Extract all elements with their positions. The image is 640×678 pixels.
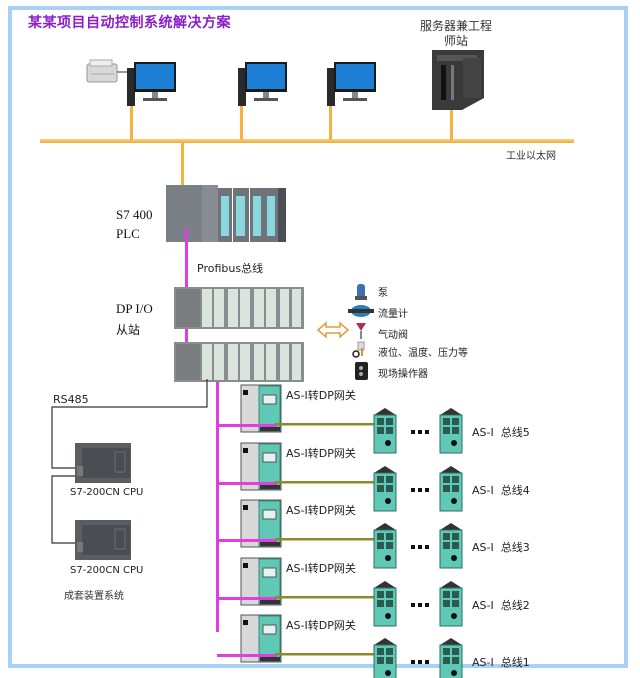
asi-slave-module-icon — [439, 466, 463, 512]
s7-200-cpu-2-icon — [75, 520, 131, 560]
asi-bus-line — [275, 653, 375, 656]
ellipsis-dot — [418, 603, 422, 607]
asi-bus-label: AS-I 总线2 — [472, 599, 530, 612]
gateway-row — [217, 442, 463, 512]
gateway-row — [217, 557, 463, 627]
ellipsis-dot — [418, 488, 422, 492]
asi-bus-label: AS-I 总线4 — [472, 484, 530, 497]
plc-label-line2: PLC — [116, 226, 140, 241]
workstation-1-icon — [127, 62, 176, 106]
dp-io-rack-1-icon — [174, 287, 304, 329]
dp-io-label-line1: DP I/O — [116, 301, 153, 316]
field-device-label: 流量计 — [378, 309, 408, 320]
diagram-title: 某某项目自动控制系统解决方案 — [28, 15, 231, 31]
ellipsis-dot — [425, 488, 429, 492]
asi-dp-gateway-icon — [240, 557, 282, 606]
ellipsis-dot — [418, 545, 422, 549]
gateway-row — [217, 614, 463, 678]
gateway-row — [217, 384, 463, 454]
server-label-line2: 师站 — [444, 34, 469, 48]
field-device-label: 液位、温度、压力等 — [378, 348, 468, 359]
pneumatic-valve-icon — [356, 323, 366, 339]
asi-slave-module-icon — [373, 581, 397, 627]
gateway-label: AS-I转DP网关 — [286, 447, 356, 460]
profibus-label: Profibus总线 — [197, 262, 264, 275]
dp-io-label-line2: 从站 — [116, 323, 141, 337]
gateway-row — [217, 499, 463, 569]
gateway-label: AS-I转DP网关 — [286, 562, 356, 575]
rs485-line — [51, 379, 208, 544]
ellipsis-dot — [425, 603, 429, 607]
industrial-ethernet-bus — [40, 100, 574, 195]
ellipsis-dot — [411, 488, 415, 492]
bidirectional-arrow-icon — [316, 321, 350, 339]
field-device-label: 现场操作器 — [378, 369, 428, 380]
profibus-branch — [217, 654, 277, 657]
ellipsis-dot — [411, 430, 415, 434]
asi-bus-label: AS-I 总线5 — [472, 426, 530, 439]
asi-bus-line — [275, 481, 375, 484]
ellipsis-dot — [425, 430, 429, 434]
gateway-label: AS-I转DP网关 — [286, 504, 356, 517]
ellipsis-dot — [418, 430, 422, 434]
printer-icon — [86, 59, 127, 83]
asi-slave-module-icon — [439, 638, 463, 678]
profibus-branch — [217, 482, 277, 485]
flowmeter-icon — [348, 305, 374, 317]
profibus-branch — [217, 539, 277, 542]
ellipsis-dot — [425, 660, 429, 664]
asi-slave-module-icon — [373, 408, 397, 454]
s7-400-plc-icon — [166, 185, 286, 242]
field-operator-icon — [355, 362, 368, 380]
rs485-label: RS485 — [53, 393, 89, 406]
ethernet-label: 工业以太网 — [506, 151, 556, 162]
asi-bus-label: AS-I 总线3 — [472, 541, 530, 554]
ellipsis-dot — [425, 545, 429, 549]
server-icon — [432, 50, 484, 110]
asi-bus-line — [275, 538, 375, 541]
s7-200-label-2: S7-200CN CPU — [70, 565, 144, 576]
gateway-label: AS-I转DP网关 — [286, 619, 356, 632]
asi-slave-module-icon — [439, 581, 463, 627]
sensor-icon — [352, 341, 365, 358]
ellipsis-dot — [411, 545, 415, 549]
packaged-system-label: 成套装置系统 — [64, 591, 124, 602]
pump-icon — [355, 284, 367, 300]
gateway-label: AS-I转DP网关 — [286, 389, 356, 402]
profibus-branch — [217, 424, 277, 427]
s7-200-label-1: S7-200CN CPU — [70, 487, 144, 498]
ellipsis-dot — [411, 603, 415, 607]
workstation-3-icon — [327, 62, 376, 106]
asi-slave-module-icon — [373, 466, 397, 512]
workstation-2-icon — [238, 62, 287, 106]
asi-slave-module-icon — [439, 523, 463, 569]
profibus-branch — [217, 597, 277, 600]
dp-io-rack-2-icon — [174, 342, 304, 382]
asi-bus-line — [275, 423, 375, 426]
asi-bus-label: AS-I 总线1 — [472, 656, 530, 669]
server-label-line1: 服务器兼工程 — [420, 19, 493, 33]
asi-slave-module-icon — [373, 638, 397, 678]
asi-bus-line — [275, 596, 375, 599]
plc-label-line1: S7 400 — [116, 207, 153, 222]
asi-slave-module-icon — [439, 408, 463, 454]
field-device-label: 泵 — [378, 288, 388, 299]
field-device-label: 气动阀 — [378, 330, 408, 341]
ellipsis-dot — [411, 660, 415, 664]
ellipsis-dot — [418, 660, 422, 664]
asi-slave-module-icon — [373, 523, 397, 569]
s7-200-cpu-1-icon — [75, 443, 131, 483]
